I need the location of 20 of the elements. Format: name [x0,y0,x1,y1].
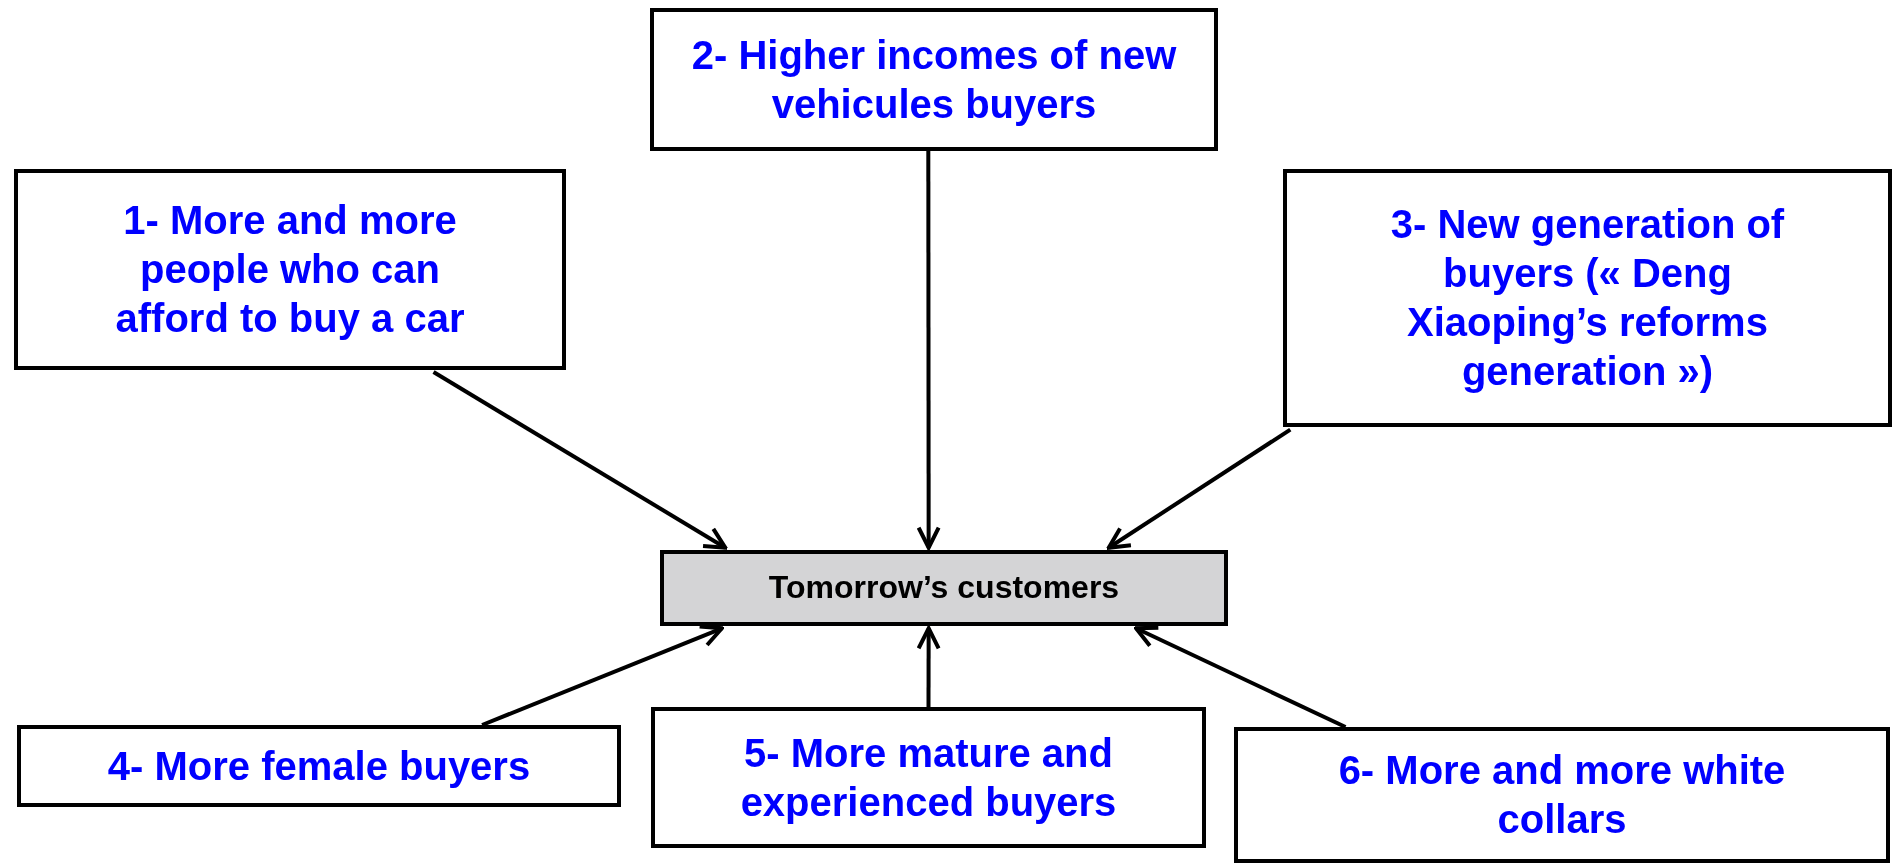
arrow [916,151,941,550]
factor-box [1234,727,1890,863]
factor-text: 5- More mature and experienced buyers [739,729,1118,826]
box-title: Tomorrow’s customers [768,570,1120,606]
factor-text: 4- More female buyers [107,742,531,790]
arrow [1106,427,1292,550]
factor-box [1283,169,1892,427]
factor-text: 1- More and more people who can afford to buy a car [114,197,466,342]
target-box [660,550,1228,626]
factor-box [14,169,566,370]
factor-box [651,707,1206,848]
arrow [916,626,941,707]
factor-text: 6- More and more white collars [1337,747,1787,843]
arrow [481,624,724,727]
arrow [432,370,728,550]
factor-box [650,8,1218,151]
factor-text: 2- Higher incomes of new vehicules buyers [690,31,1178,128]
factor-text: 3- New generation of buyers (« Deng Xiaoping’s reforms generation ») [1389,201,1786,395]
factor-box [17,725,621,807]
arrow [1134,625,1347,729]
